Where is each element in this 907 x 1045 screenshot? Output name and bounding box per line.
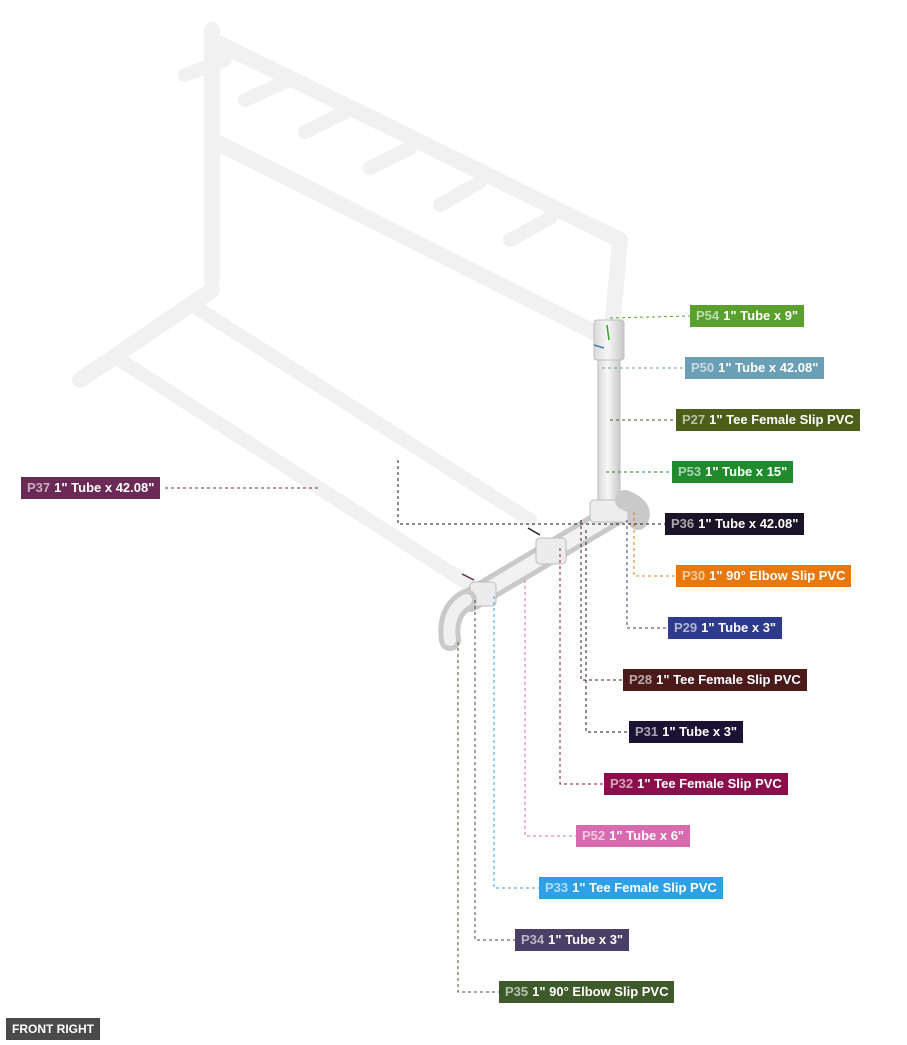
- pipe-assembly: [438, 319, 650, 651]
- view-label-badge: FRONT RIGHT: [6, 1018, 100, 1040]
- ghost-frame: [72, 22, 628, 592]
- leader-lines: [165, 315, 691, 993]
